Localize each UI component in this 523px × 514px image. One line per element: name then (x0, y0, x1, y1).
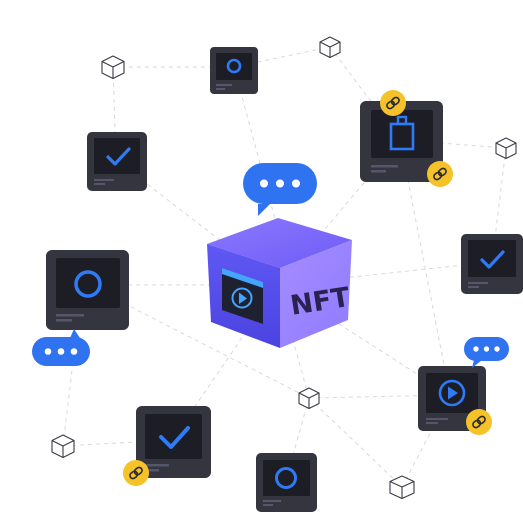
checkmark-icon (480, 250, 505, 269)
chat-bubble-icon (32, 329, 90, 366)
wireframe-cube-icon (389, 475, 415, 500)
checkmark-icon (106, 147, 131, 166)
square-icon (389, 115, 415, 151)
video-screen-icon (222, 268, 263, 324)
nft-card-bottom-circle (256, 453, 317, 512)
wireframe-cube-icon (495, 137, 517, 160)
circle-icon (275, 467, 297, 489)
chat-bubble-icon (243, 163, 317, 216)
nft-card-left-circle (46, 250, 129, 330)
circle-icon (226, 58, 242, 74)
wireframe-cube-icon (101, 55, 125, 80)
nft-card-left-check (87, 132, 147, 191)
circle-icon (74, 270, 102, 298)
chat-bubble-icon (464, 337, 509, 368)
link-coin-icon (466, 409, 492, 435)
checkmark-icon (159, 426, 190, 449)
link-coin-icon (123, 460, 149, 486)
wireframe-cube-icon (319, 36, 341, 59)
nft-card-top-circle (210, 47, 258, 94)
link-coin-icon (380, 90, 406, 116)
nft-cube: NFT (207, 218, 352, 348)
nft-card-right-check (461, 234, 523, 294)
play-icon (438, 379, 466, 407)
link-coin-icon (427, 161, 453, 187)
wireframe-cube-icon (51, 434, 75, 459)
nft-card-bottom-left-check (136, 406, 211, 478)
nft-card-top-right-square (360, 101, 443, 182)
wireframe-cube-icon (298, 387, 320, 410)
